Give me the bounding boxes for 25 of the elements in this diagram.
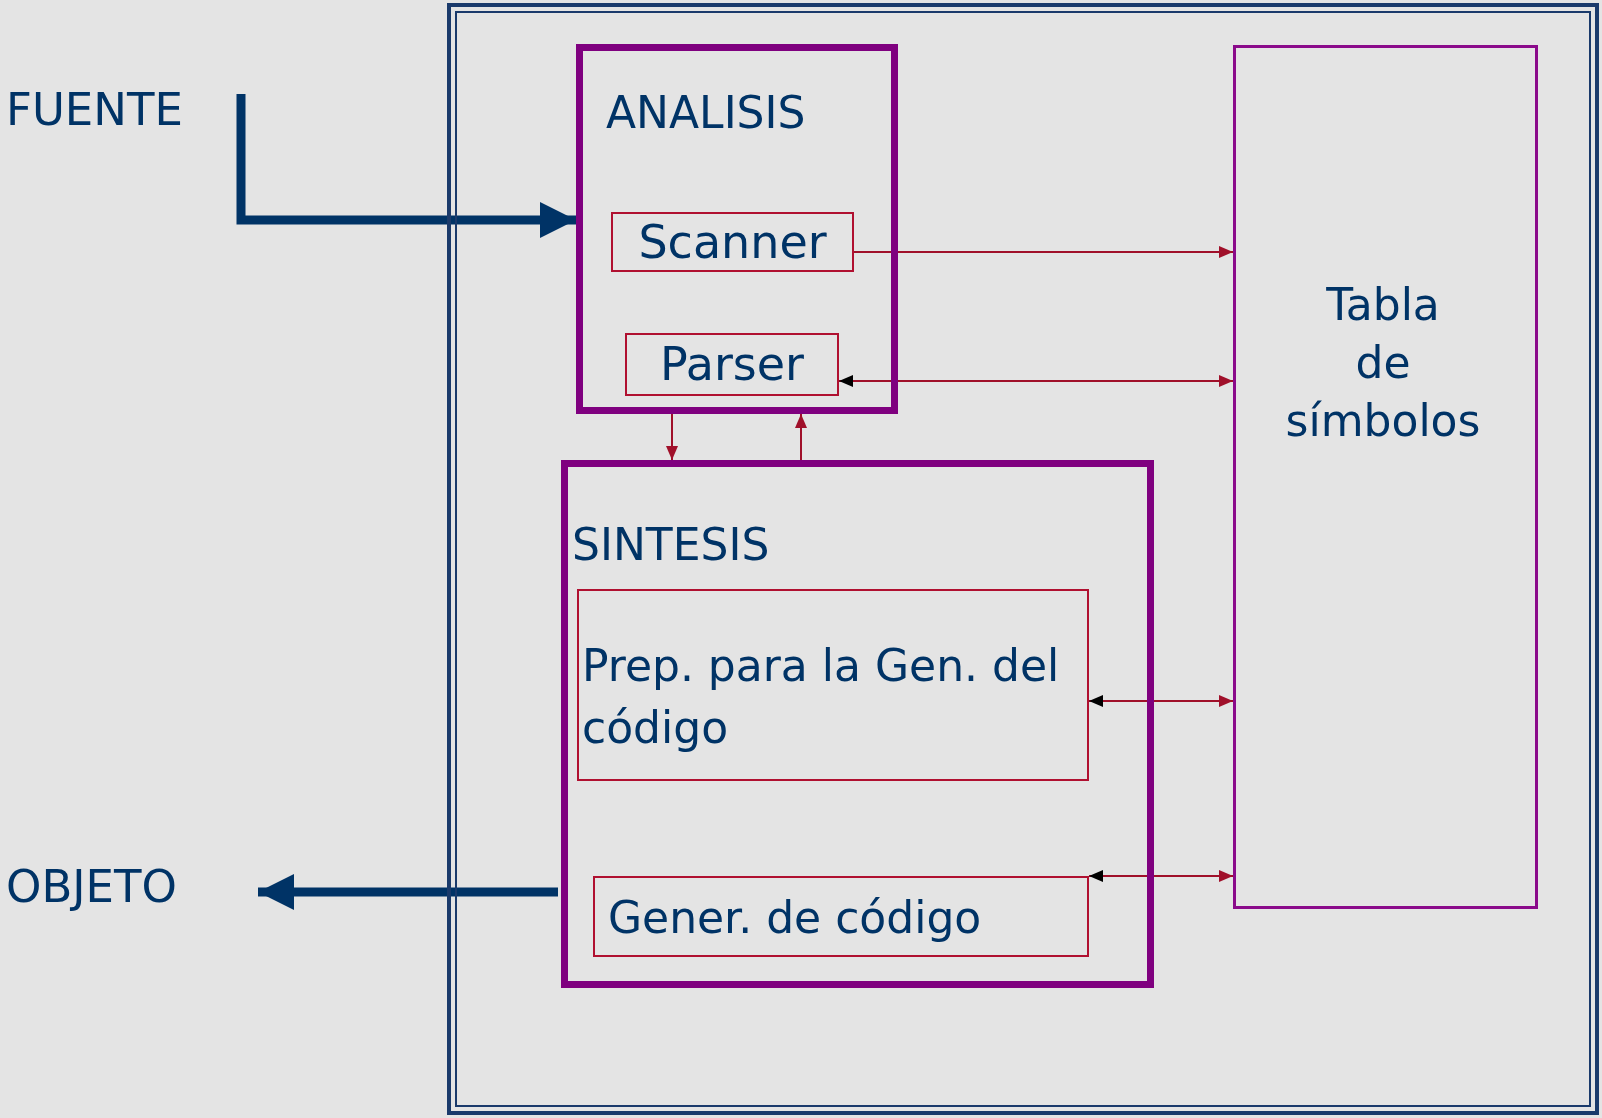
arrow bbox=[795, 413, 807, 461]
process-box bbox=[625, 333, 839, 396]
arrow bbox=[1088, 870, 1234, 882]
outer-frame bbox=[447, 3, 1599, 1115]
process-box bbox=[577, 589, 1089, 781]
module-box bbox=[561, 460, 1154, 988]
arrow bbox=[236, 94, 576, 238]
box-label: Gener. de código bbox=[607, 891, 983, 945]
box-label: Parser bbox=[659, 336, 805, 393]
io-label: OBJETO bbox=[0, 857, 258, 927]
arrow bbox=[853, 246, 1234, 258]
module-title: SINTESIS bbox=[572, 519, 770, 570]
symbol-table-box bbox=[1233, 45, 1538, 909]
module-box bbox=[576, 44, 898, 414]
arrow bbox=[666, 413, 678, 461]
box-label: Scanner bbox=[637, 214, 828, 270]
process-box bbox=[611, 212, 854, 272]
arrow bbox=[838, 375, 1234, 387]
box-label: Tabla de símbolos bbox=[1284, 278, 1482, 448]
box-label: Prep. para la Gen. del código bbox=[581, 639, 1061, 755]
module-title: ANALISIS bbox=[606, 87, 806, 138]
io-label: FUENTE bbox=[0, 80, 242, 140]
arrow bbox=[258, 874, 558, 910]
arrow bbox=[1088, 695, 1234, 707]
process-box bbox=[593, 876, 1089, 957]
